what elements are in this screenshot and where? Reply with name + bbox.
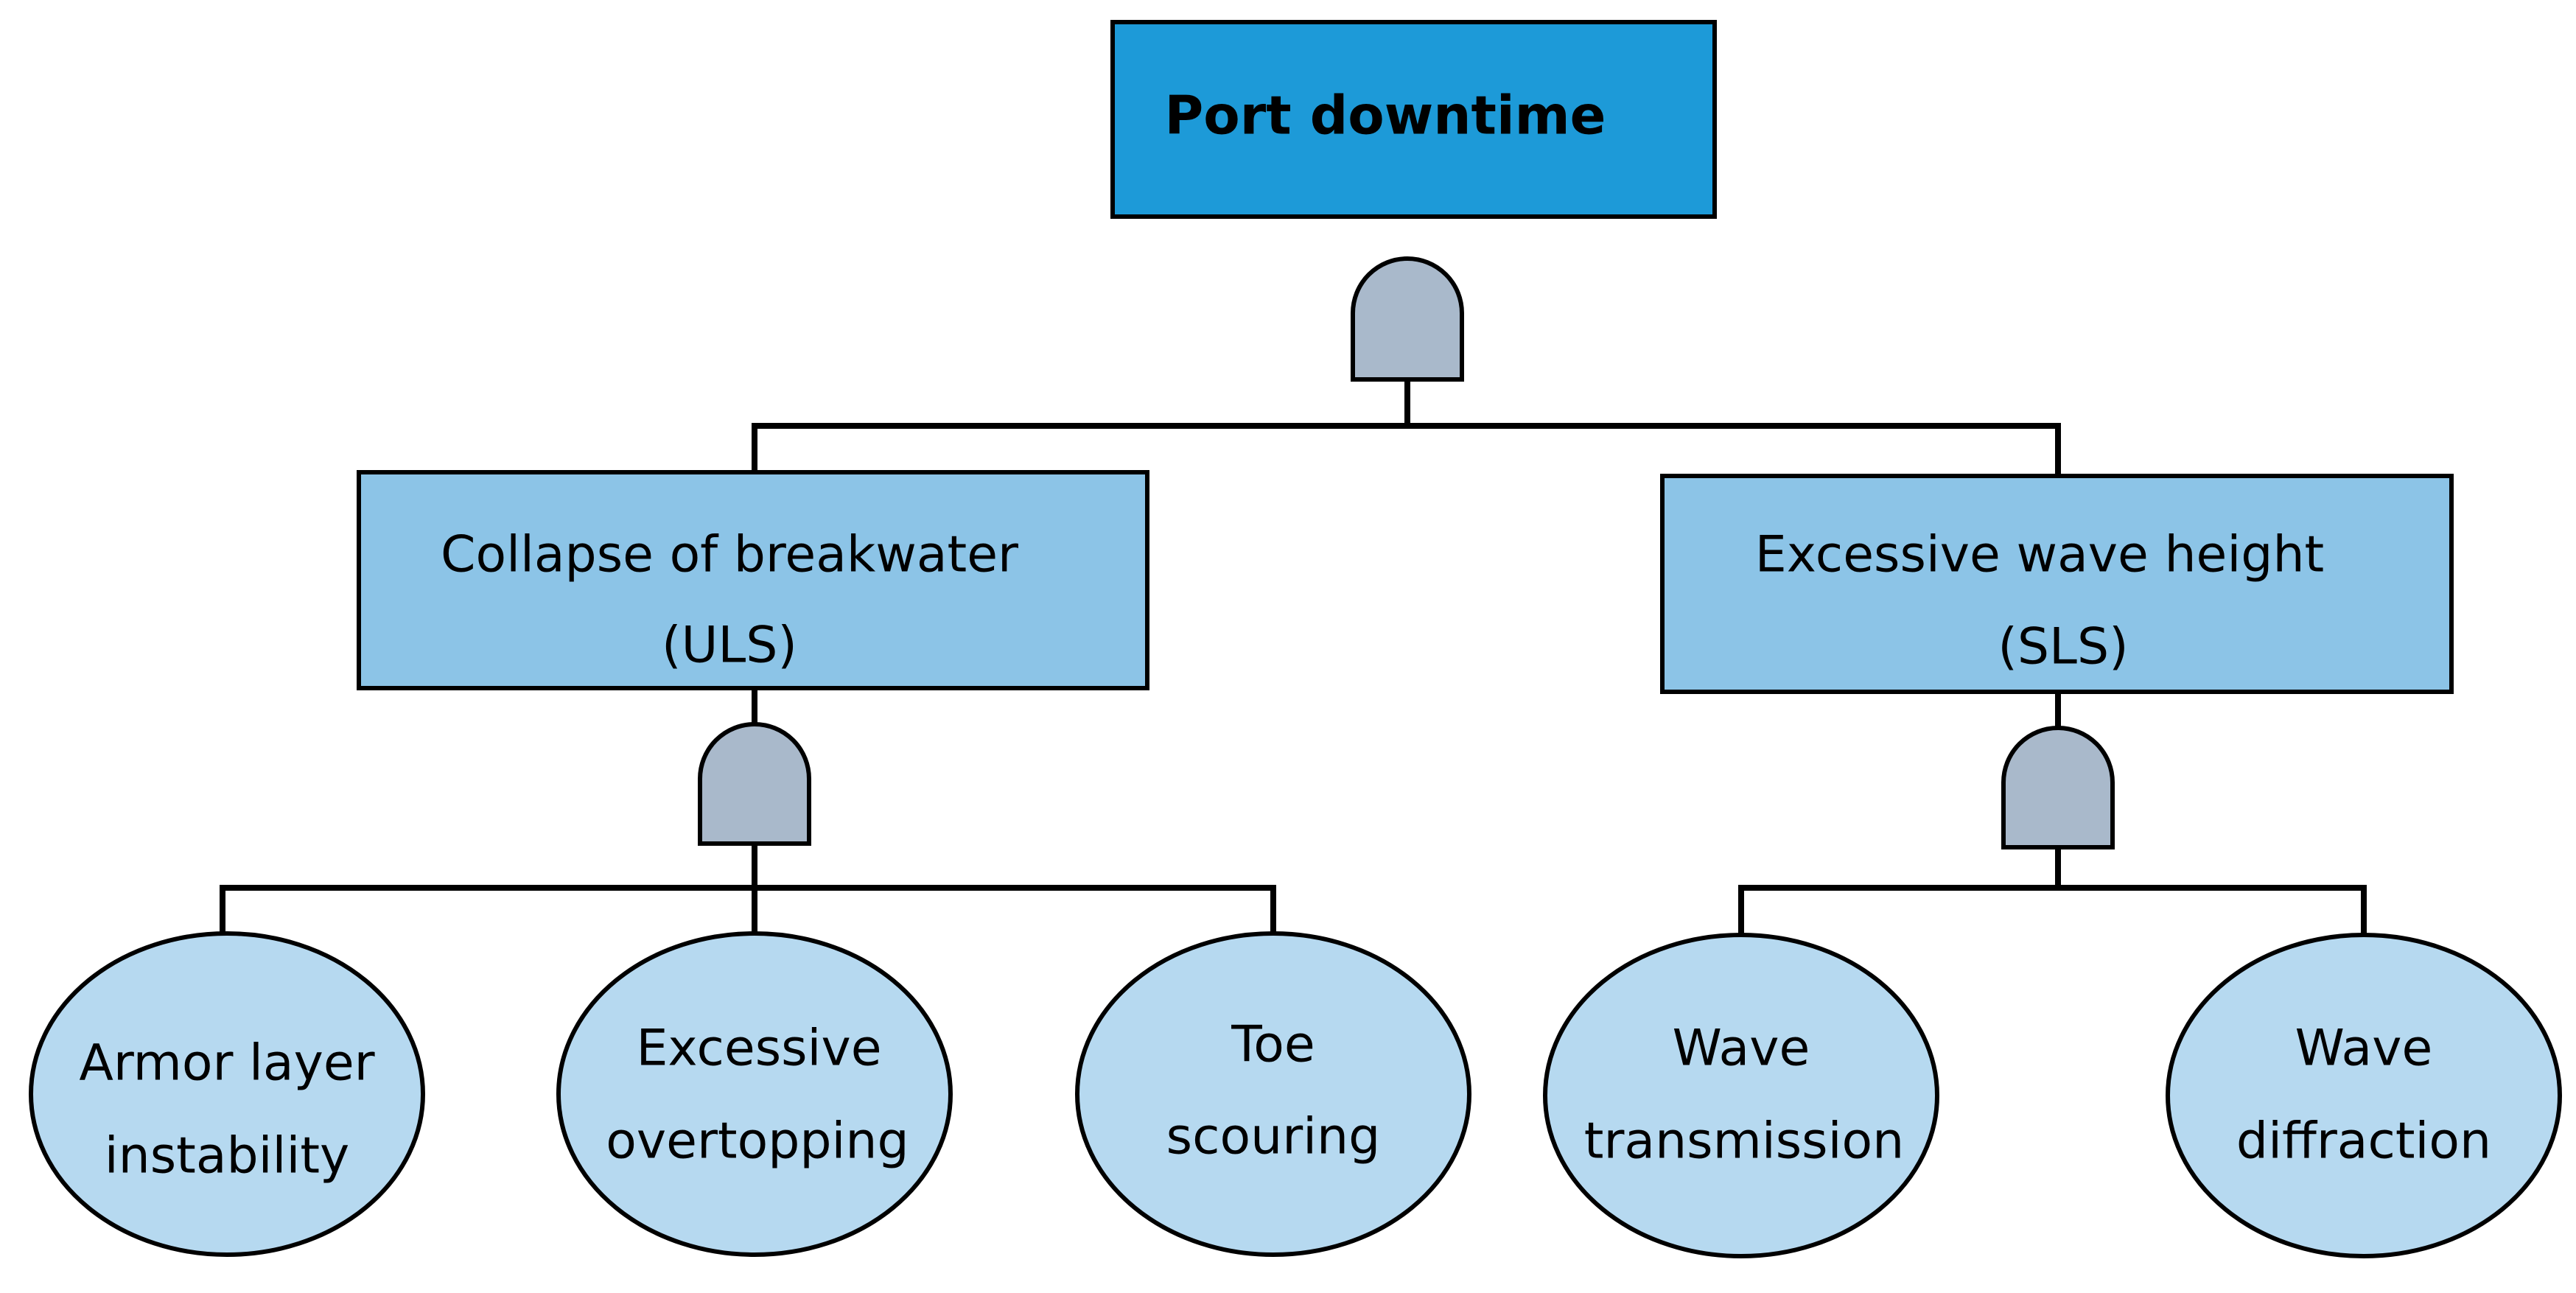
wave-height-label-line2: (SLS) <box>1998 618 2128 676</box>
leaf-ellipse <box>1075 931 1471 1257</box>
wave-height-box <box>1660 474 2454 694</box>
collapse-label-line2: (ULS) <box>662 617 797 675</box>
leaf-ellipse <box>1543 933 1939 1258</box>
leaf-toe-scouring: Toe scouring <box>1075 931 1471 1257</box>
mid-event-wave-height: Excessive wave height (SLS) <box>1660 474 2454 694</box>
leaf-label-line1: Excessive <box>636 1020 881 1078</box>
leaf-label-line2: overtopping <box>606 1112 909 1171</box>
leaf-label-line2: scouring <box>1166 1108 1381 1166</box>
connectors <box>220 376 2367 939</box>
mid-event-collapse: Collapse of breakwater (ULS) <box>357 470 1149 690</box>
leaf-overtopping: Excessive overtopping <box>556 931 953 1257</box>
top-event: Port downtime <box>1110 20 1717 219</box>
top-event-box <box>1110 20 1717 219</box>
wave-height-label-line1: Excessive wave height <box>1755 526 2324 584</box>
and-gate-icon <box>2001 726 2115 849</box>
leaf-label-line1: Wave <box>2295 1020 2433 1078</box>
and-gate-icon <box>698 722 811 846</box>
leaf-label-line2: transmission <box>1584 1112 1904 1171</box>
leaf-label-line1: Armor layer <box>79 1034 374 1093</box>
leaf-wave-diffraction: Wave diffraction <box>2166 933 2562 1258</box>
leaf-label-line1: Toe <box>1231 1016 1315 1074</box>
leaf-label-line1: Wave <box>1673 1020 1810 1078</box>
leaf-ellipse <box>556 931 953 1257</box>
collapse-label-line1: Collapse of breakwater <box>441 526 1018 584</box>
top-event-label: Port downtime <box>1165 85 1606 147</box>
leaf-ellipse <box>29 931 425 1257</box>
leaf-armor-layer: Armor layer instability <box>29 931 425 1257</box>
leaf-label-line2: diffraction <box>2236 1112 2491 1171</box>
and-gate-icon <box>1351 256 1464 382</box>
leaf-ellipse <box>2166 933 2562 1258</box>
leaf-wave-transmission: Wave transmission <box>1543 933 1939 1258</box>
leaf-label-line2: instability <box>105 1127 350 1185</box>
collapse-box <box>357 470 1149 690</box>
